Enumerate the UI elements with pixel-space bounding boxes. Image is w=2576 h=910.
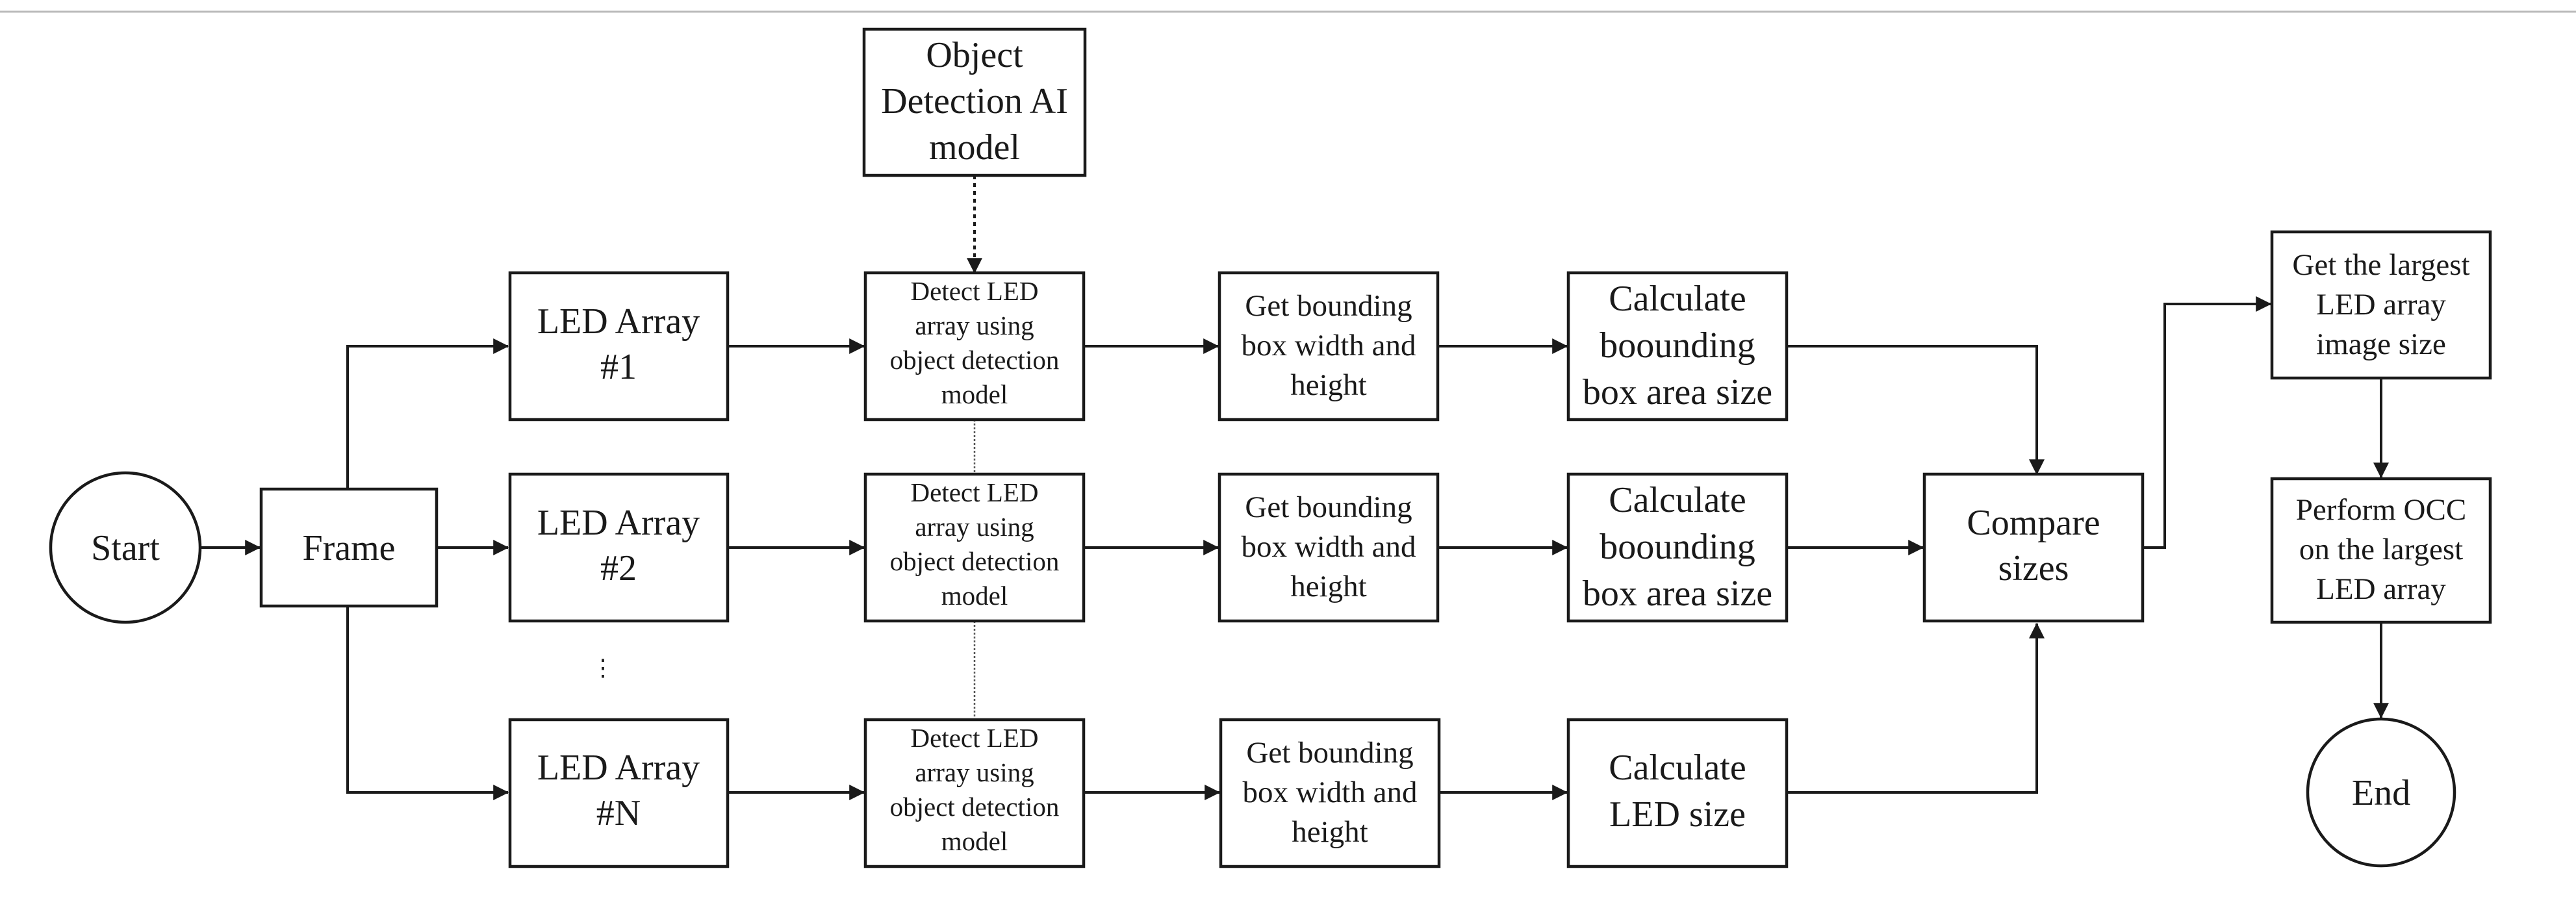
- node-compare: Compare sizes: [1922, 472, 2145, 623]
- node-calc-2: Calculate boounding box area size: [1566, 472, 1789, 623]
- node-led-array-n-line-1: LED Array: [537, 748, 700, 788]
- node-detect-1-line-3: object detection: [890, 345, 1060, 375]
- node-led-array-2-line-1: LED Array: [537, 503, 700, 543]
- node-ai-model-line-3: model: [929, 127, 1020, 168]
- node-led-array-n: LED Array #N: [508, 718, 730, 868]
- node-perform-line-3: LED array: [2316, 572, 2446, 606]
- node-calc-1-line-3: box area size: [1583, 372, 1772, 412]
- edges: [200, 175, 2389, 800]
- node-bbox-1-line-2: box width and: [1242, 329, 1416, 362]
- node-ai-model-line-1: Object: [926, 35, 1023, 75]
- edge-calcn-compare: [1787, 622, 2045, 794]
- node-detect-2: Detect LED array using object detection …: [863, 472, 1086, 623]
- node-detect-n-line-4: model: [941, 826, 1008, 856]
- node-largest-line-3: image size: [2316, 327, 2446, 361]
- node-bbox-2-line-1: Get bounding: [1245, 490, 1412, 524]
- node-led-array-2-line-2: #2: [600, 548, 637, 588]
- node-calc-2-line-2: boounding: [1600, 527, 1755, 567]
- node-bbox-n: Get bounding box width and height: [1219, 718, 1441, 868]
- edge-frame-led1: [346, 338, 509, 488]
- ellipsis-marker: ⋮: [591, 655, 615, 681]
- node-detect-1-line-2: array using: [915, 310, 1034, 340]
- node-detect-n: Detect LED array using object detection …: [863, 718, 1086, 868]
- node-start-label: Start: [91, 528, 160, 568]
- node-compare-line-1: Compare: [1967, 503, 2100, 543]
- node-perform-line-1: Perform OCC: [2296, 493, 2466, 527]
- edge-frame-ledn: [346, 606, 509, 800]
- node-ai-model: Object Detection AI model: [862, 27, 1087, 177]
- node-frame-label: Frame: [302, 528, 395, 568]
- node-calc-n: Calculate LED size: [1566, 718, 1789, 868]
- node-bbox-1-line-3: height: [1290, 368, 1366, 402]
- node-detect-1: Detect LED array using object detection …: [863, 271, 1086, 422]
- node-bbox-1-line-1: Get bounding: [1245, 289, 1412, 323]
- node-detect-n-line-1: Detect LED: [911, 723, 1039, 753]
- node-largest: Get the largest LED array image size: [2270, 230, 2492, 380]
- node-detect-2-line-2: array using: [915, 512, 1034, 542]
- node-ai-model-line-2: Detection AI: [881, 81, 1068, 121]
- node-led-array-2: LED Array #2: [508, 472, 730, 623]
- node-calc-2-line-1: Calculate: [1609, 480, 1746, 520]
- node-detect-n-line-3: object detection: [890, 792, 1060, 822]
- node-bbox-n-line-2: box width and: [1243, 776, 1418, 809]
- node-bbox-n-line-1: Get bounding: [1246, 736, 1413, 770]
- node-bbox-n-line-3: height: [1292, 815, 1368, 849]
- node-end: End: [2306, 717, 2456, 868]
- node-led-array-1-line-1: LED Array: [537, 301, 700, 342]
- node-largest-line-1: Get the largest: [2292, 248, 2469, 282]
- node-detect-2-line-1: Detect LED: [911, 477, 1039, 507]
- node-detect-2-line-4: model: [941, 581, 1008, 611]
- node-led-array-1: LED Array #1: [508, 271, 730, 422]
- node-largest-line-2: LED array: [2316, 288, 2446, 322]
- node-calc-n-line-1: Calculate: [1609, 748, 1746, 788]
- node-detect-n-line-2: array using: [915, 757, 1034, 787]
- node-end-label: End: [2352, 773, 2410, 813]
- node-bbox-2-line-2: box width and: [1242, 530, 1416, 564]
- node-calc-n-line-2: LED size: [1609, 794, 1746, 835]
- node-calc-1-line-1: Calculate: [1609, 279, 1746, 319]
- edge-compare-largest: [2143, 296, 2272, 549]
- node-perform-line-2: on the largest: [2299, 533, 2463, 566]
- node-calc-1-line-2: boounding: [1600, 325, 1755, 366]
- node-detect-1-line-1: Detect LED: [911, 276, 1039, 306]
- node-bbox-2: Get bounding box width and height: [1218, 472, 1440, 623]
- node-detect-1-line-4: model: [941, 379, 1008, 409]
- node-detect-2-line-3: object detection: [890, 546, 1060, 576]
- node-perform: Perform OCC on the largest LED array: [2270, 477, 2492, 624]
- node-led-array-1-line-2: #1: [600, 347, 637, 387]
- node-frame: Frame: [259, 487, 439, 608]
- node-calc-1: Calculate boounding box area size: [1566, 271, 1789, 422]
- node-led-array-n-line-2: #N: [596, 793, 641, 833]
- node-compare-line-2: sizes: [1998, 548, 2069, 588]
- node-start: Start: [49, 471, 202, 624]
- edge-calc1-compare: [1787, 345, 2045, 475]
- node-calc-2-line-3: box area size: [1583, 574, 1772, 614]
- node-bbox-2-line-3: height: [1290, 570, 1366, 603]
- node-bbox-1: Get bounding box width and height: [1218, 271, 1440, 422]
